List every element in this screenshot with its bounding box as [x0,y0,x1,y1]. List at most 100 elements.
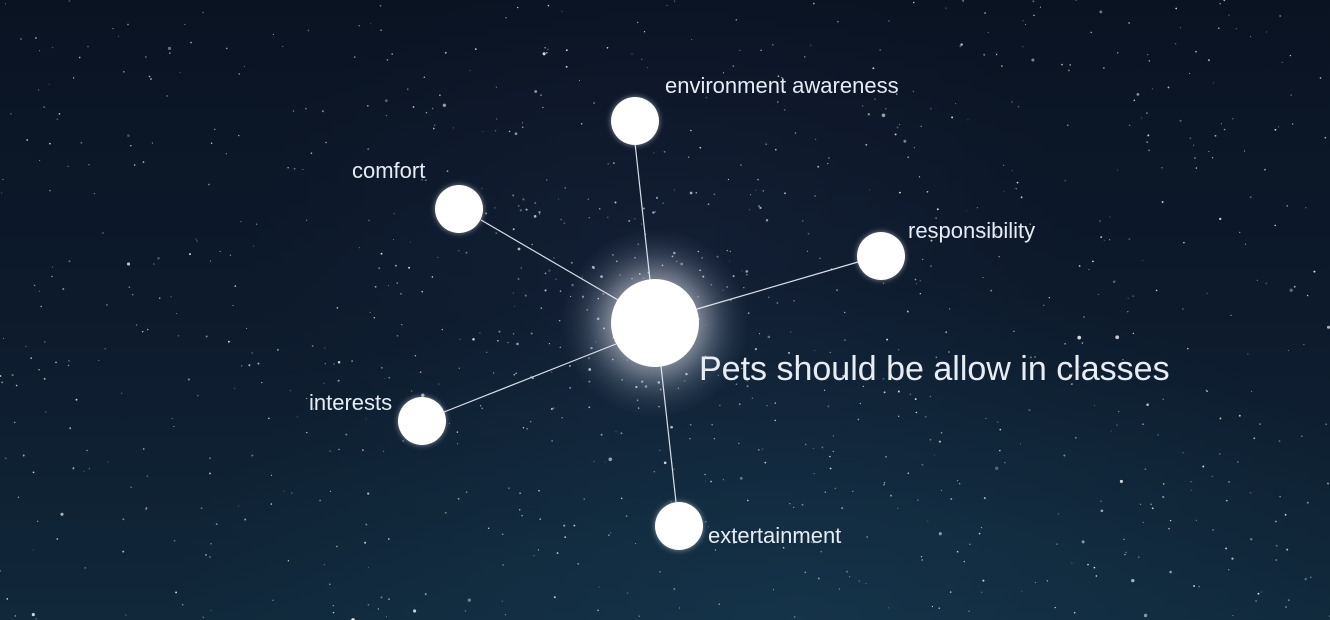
node-environment-awareness[interactable] [611,97,659,145]
star [1212,529,1214,531]
node-comfort[interactable] [435,185,483,233]
star [149,77,153,81]
star [1327,482,1329,485]
star [994,466,999,470]
star [325,141,327,144]
star [513,373,516,376]
star [338,448,340,451]
node-extertainment[interactable] [655,502,703,550]
star [305,107,307,110]
star [126,262,131,266]
star [565,49,568,52]
star [209,472,211,475]
star [1162,398,1164,400]
star [1017,106,1020,108]
star [401,324,403,326]
star [225,153,227,155]
star [940,489,942,491]
star [367,148,370,151]
star [569,386,572,389]
star [1193,585,1196,587]
star [969,543,971,545]
star [1287,599,1290,602]
star [1206,292,1208,294]
star [707,526,709,528]
star [1116,169,1119,171]
star [68,0,71,2]
star [898,415,900,417]
star [370,23,372,25]
star [367,567,369,569]
star [894,133,897,136]
star [921,559,923,561]
star [0,375,2,377]
star [380,596,383,599]
star [539,213,541,215]
star [107,461,109,463]
star [885,456,887,458]
star [921,463,924,466]
star [544,272,547,275]
star [968,610,970,612]
star [1128,371,1131,374]
star [759,333,761,335]
star [828,157,830,159]
star [881,113,886,118]
star [810,541,813,543]
star [666,4,668,7]
star [1142,423,1144,425]
star [540,94,542,97]
star [512,332,515,335]
star [1250,390,1253,393]
star [563,222,566,225]
star [270,503,273,505]
star [434,124,436,126]
node-responsibility[interactable] [857,232,905,280]
star [1064,179,1067,182]
star [251,454,254,457]
star [448,422,451,424]
star [745,270,749,273]
star [699,146,702,149]
star [711,424,713,426]
star [1161,201,1164,203]
star [365,523,368,526]
star [522,122,524,124]
star [311,345,314,347]
star [379,4,382,7]
star [1078,265,1081,267]
star [652,211,655,214]
star [444,51,447,54]
star [248,364,251,367]
star [862,385,864,388]
node-interests[interactable] [398,397,446,445]
star [643,31,646,33]
star [391,53,394,55]
star [984,12,986,14]
star [1063,454,1066,457]
star [291,492,293,494]
star [1187,347,1189,350]
star [807,232,810,235]
star [547,4,550,7]
star [931,605,933,608]
star [691,38,693,41]
star [882,377,885,380]
star [494,130,497,132]
star [1169,570,1172,574]
star [896,126,899,129]
star [496,118,498,120]
star [1108,239,1111,241]
star [583,498,585,500]
star [546,52,548,54]
star [1032,0,1035,3]
star [1303,344,1305,346]
star [748,209,750,211]
star [431,276,434,278]
star [209,260,212,262]
star [641,223,643,225]
star [673,189,675,191]
node-center[interactable] [611,279,699,367]
star [761,448,764,450]
